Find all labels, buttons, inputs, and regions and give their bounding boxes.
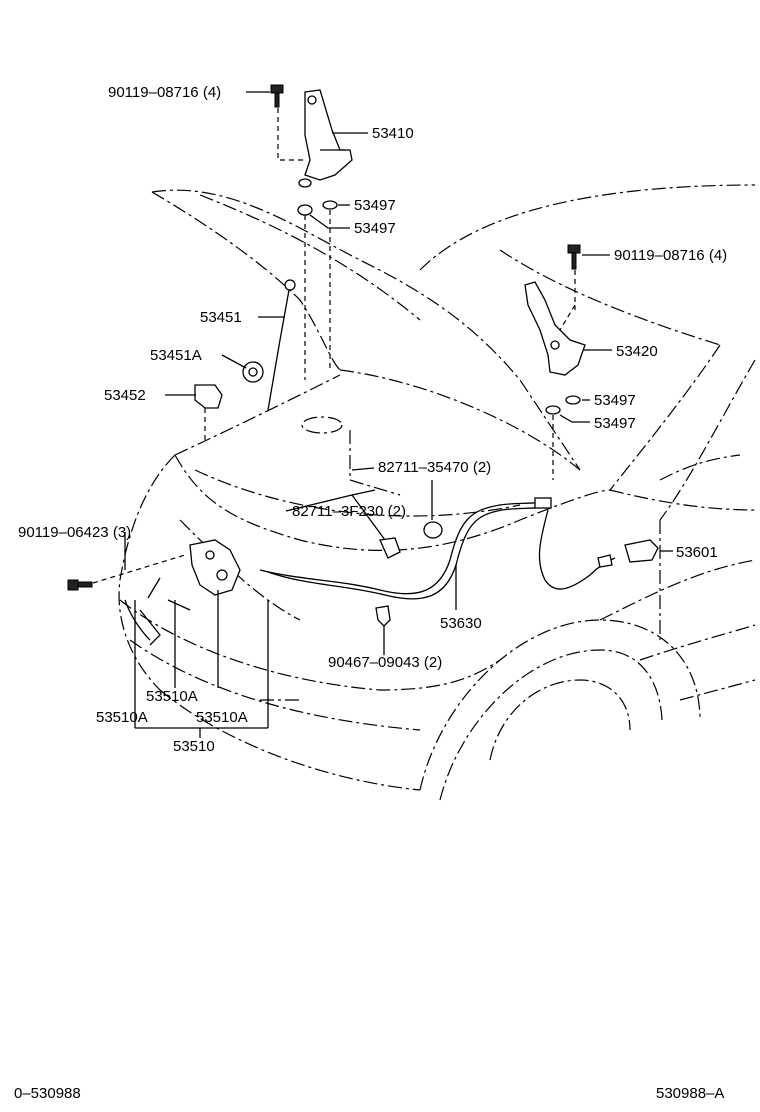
callout-rod: 53451 — [200, 309, 242, 326]
callout-bolt-left: 90119–06423 (3) — [18, 524, 131, 541]
callout-hinge-left: 53410 — [372, 125, 414, 142]
car-body-outline — [118, 184, 756, 801]
callout-lever: 53601 — [676, 544, 718, 561]
callout-bolt-right: 90119–08716 (4) — [614, 247, 727, 264]
bolt-icon — [567, 244, 581, 270]
callout-washer-b: 53497 — [354, 220, 396, 237]
bolt-icon — [67, 579, 93, 591]
washer-icon — [297, 178, 581, 415]
callout-lock-sub-b: 53510A — [96, 709, 148, 726]
callout-clamp-b: 82711–3F230 (2) — [292, 503, 406, 520]
rod-holder-icon — [242, 361, 264, 383]
callout-washer-a: 53497 — [354, 197, 396, 214]
clip-icon — [375, 605, 391, 627]
callout-washer-c: 53497 — [594, 392, 636, 409]
callout-cable: 53630 — [440, 615, 482, 632]
hood-lock-assembly — [147, 539, 241, 611]
callout-lock-sub-a: 53510A — [146, 688, 198, 705]
leader-lines — [124, 91, 673, 738]
bolt-icon — [270, 84, 284, 108]
callout-bracket: 53452 — [104, 387, 146, 404]
callout-hinge-right: 53420 — [616, 343, 658, 360]
alignment-lines — [92, 108, 576, 584]
callout-clip: 90467–09043 (2) — [328, 654, 442, 671]
callout-clamp-a: 82711–35470 (2) — [378, 459, 491, 476]
release-lever-icon — [597, 539, 659, 568]
hood-support-rod — [267, 279, 296, 411]
callout-bolt-top: 90119–08716 (4) — [108, 84, 221, 101]
hood-hinge-right — [524, 281, 586, 376]
callout-lock-sub-c: 53510A — [196, 709, 248, 726]
callout-lock: 53510 — [173, 738, 215, 755]
callout-washer-d: 53497 — [594, 415, 636, 432]
footer-right-code: 530988–A — [656, 1085, 724, 1102]
callout-labels: 90119–08716 (4) 53410 53497 53497 90119–… — [18, 84, 727, 755]
release-cable — [259, 497, 616, 600]
callout-rod-holder: 53451A — [150, 347, 202, 364]
clamp-icon — [379, 521, 443, 559]
footer-left-code: 0–530988 — [14, 1085, 81, 1102]
hood-hinge-left — [304, 89, 353, 181]
bracket-icon — [194, 384, 223, 409]
